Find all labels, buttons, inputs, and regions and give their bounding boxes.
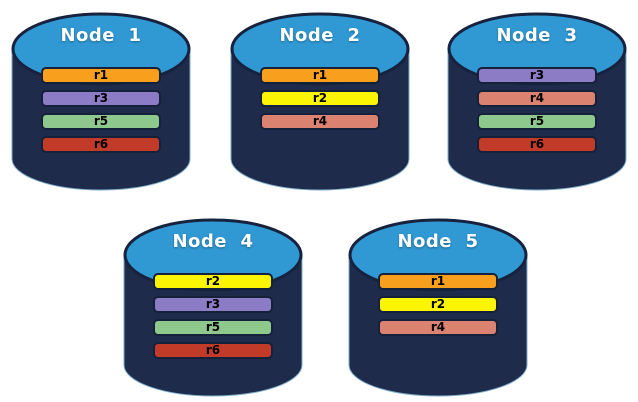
cylinder-top xyxy=(123,218,303,292)
replica-list: r1 r3 r5 r6 xyxy=(41,67,161,153)
replica-label: r2 xyxy=(430,297,446,311)
replica-bar-r5: r5 xyxy=(41,113,161,130)
node-label: Node 3 xyxy=(496,25,578,46)
replica-label: r1 xyxy=(430,274,446,288)
node-1-cylinder: Node 1 r1 r3 r5 r6 xyxy=(10,5,192,193)
replica-list: r1 r2 r4 xyxy=(378,273,498,336)
replica-label: r6 xyxy=(205,343,221,357)
replica-label: r1 xyxy=(93,68,109,82)
node-4-cylinder: Node 4 r2 r3 r5 r6 xyxy=(122,211,304,399)
replica-label: r3 xyxy=(205,297,221,311)
replica-label: r4 xyxy=(529,91,545,105)
replica-bar-r4: r4 xyxy=(378,319,498,336)
replica-bar-r5: r5 xyxy=(153,319,273,336)
cylinder-top xyxy=(11,12,191,86)
replica-list: r3 r4 r5 r6 xyxy=(477,67,597,153)
replica-bar-r1: r1 xyxy=(378,273,498,290)
replica-bar-r3: r3 xyxy=(41,90,161,107)
replica-bar-r2: r2 xyxy=(260,90,380,107)
replica-label: r5 xyxy=(529,114,545,128)
replica-bar-r1: r1 xyxy=(41,67,161,84)
replica-bar-r5: r5 xyxy=(477,113,597,130)
cylinder-top xyxy=(447,12,627,86)
replica-label: r3 xyxy=(529,68,545,82)
replica-label: r3 xyxy=(93,91,109,105)
replica-list: r2 r3 r5 r6 xyxy=(153,273,273,359)
replica-label: r4 xyxy=(312,114,328,128)
node-3-cylinder: Node 3 r3 r4 r5 r6 xyxy=(446,5,628,193)
replica-bar-r3: r3 xyxy=(477,67,597,84)
replica-label: r6 xyxy=(93,137,109,151)
replica-label: r2 xyxy=(205,274,221,288)
cylinder-top xyxy=(348,218,528,292)
replica-bar-r6: r6 xyxy=(477,136,597,153)
replica-bar-r3: r3 xyxy=(153,296,273,313)
replica-label: r6 xyxy=(529,137,545,151)
replica-bar-r1: r1 xyxy=(260,67,380,84)
replica-bar-r6: r6 xyxy=(41,136,161,153)
replica-bar-r4: r4 xyxy=(477,90,597,107)
replica-label: r4 xyxy=(430,320,446,334)
replica-bar-r4: r4 xyxy=(260,113,380,130)
node-label: Node 1 xyxy=(60,25,142,46)
replica-list: r1 r2 r4 xyxy=(260,67,380,130)
cylinder-top xyxy=(230,12,410,86)
replica-label: r5 xyxy=(205,320,221,334)
replica-bar-r6: r6 xyxy=(153,342,273,359)
node-label: Node 2 xyxy=(279,25,361,46)
replica-label: r5 xyxy=(93,114,109,128)
replica-label: r1 xyxy=(312,68,328,82)
replica-label: r2 xyxy=(312,91,328,105)
node-label: Node 4 xyxy=(172,231,254,252)
replica-bar-r2: r2 xyxy=(378,296,498,313)
node-label: Node 5 xyxy=(397,231,479,252)
node-2-cylinder: Node 2 r1 r2 r4 xyxy=(229,5,411,193)
node-5-cylinder: Node 5 r1 r2 r4 xyxy=(347,211,529,399)
replica-bar-r2: r2 xyxy=(153,273,273,290)
